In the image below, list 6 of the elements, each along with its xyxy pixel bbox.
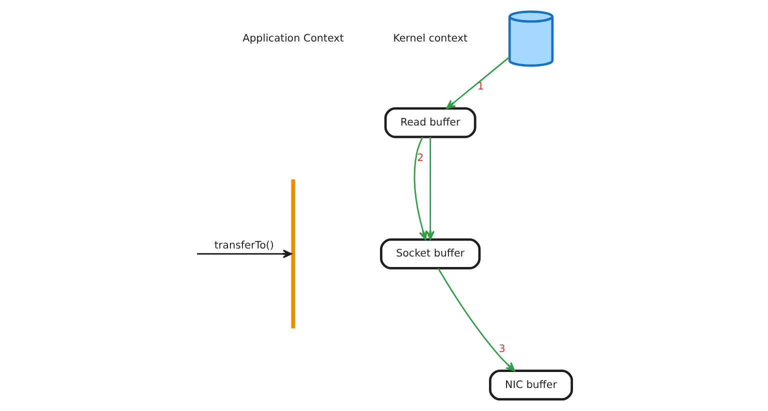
edge-label: 3	[498, 343, 506, 356]
edge-label: 1	[477, 80, 484, 93]
edge-label: 2	[417, 152, 424, 164]
node-text: Application Context	[242, 32, 344, 44]
node-text: Kernel context	[393, 32, 468, 44]
edge-label: transferTo()	[214, 240, 274, 252]
